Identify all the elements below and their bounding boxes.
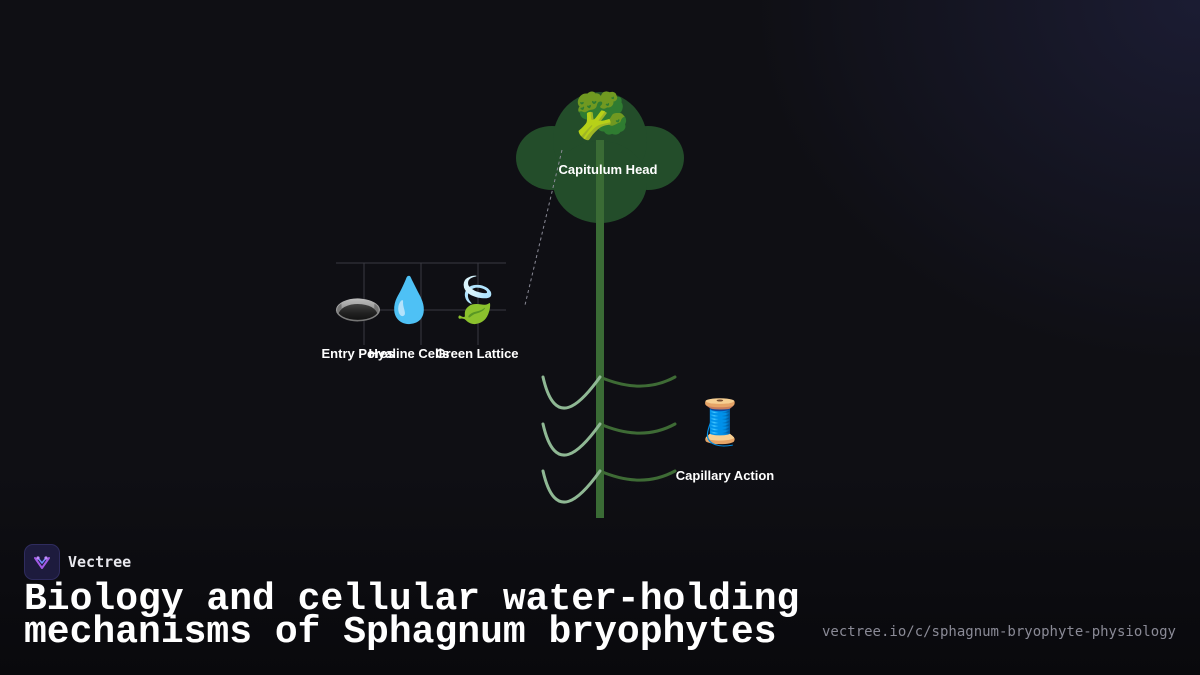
hole-icon: 🕳️ (333, 281, 383, 327)
branches (541, 375, 677, 504)
thread-spool-icon: 🧵 (692, 397, 748, 448)
broccoli-icon: 🥦 (574, 91, 630, 142)
cell-lattice-grid (336, 262, 506, 345)
source-url[interactable]: vectree.io/c/sphagnum-bryophyte-physiolo… (821, 624, 1176, 640)
vectree-logo-icon (24, 544, 60, 580)
leaf-icon: 🍃 (447, 275, 503, 326)
entry-pores-label: Entry Pores (321, 346, 395, 361)
page-title: Biology and cellular water-holding mecha… (24, 578, 800, 654)
green-lattice-label: Green Lattice (435, 346, 519, 361)
brand-name: Vectree (68, 553, 132, 571)
brand: Vectree (24, 544, 131, 580)
droplet-icon: 💧 (381, 275, 437, 326)
zoom-connector (524, 149, 563, 306)
hyaline-cells-label: Hyaline Cells (368, 346, 450, 361)
capillary-action-label: Capillary Action (675, 468, 775, 483)
capitulum-head-label: Capitulum Head (558, 162, 658, 177)
